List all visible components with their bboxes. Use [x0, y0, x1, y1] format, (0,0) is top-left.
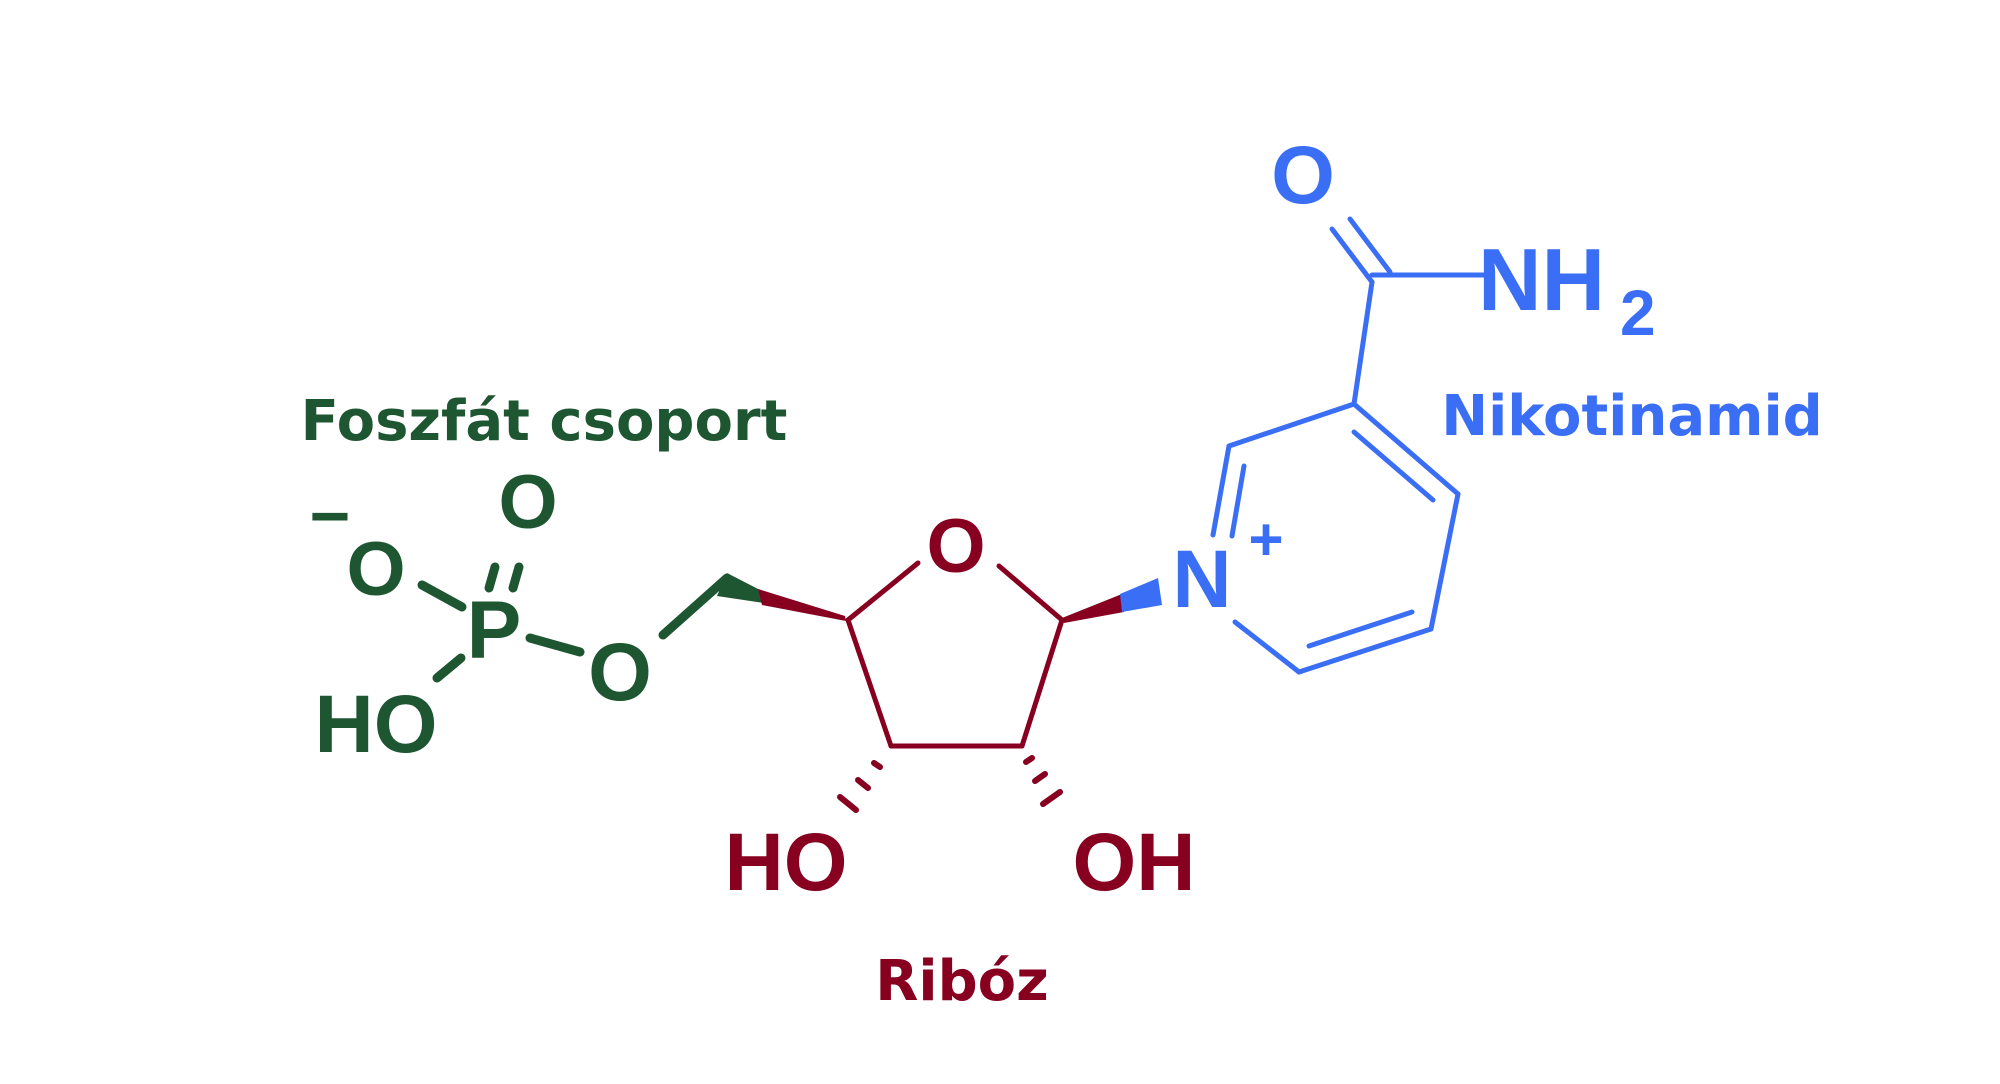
p-o-anion-bond — [417, 580, 467, 612]
ribose-c1-c2-bond — [1019, 617, 1065, 749]
ch2-wedge-bond-red — [758, 589, 846, 621]
p-o-double-bond-a — [484, 562, 500, 593]
phosphate-group — [417, 562, 732, 683]
phosphate-anion-charge: − — [310, 477, 351, 555]
ring-bond-c2-c3 — [1226, 401, 1357, 449]
ring-bond-n-c2 — [1210, 443, 1232, 538]
carbonyl-oxygen: O — [1271, 130, 1335, 221]
c3-carbonyl-bond — [1351, 279, 1375, 407]
p-o-double-bond-b — [508, 562, 524, 593]
phosphate-hydroxyl: HO — [315, 679, 438, 770]
p-bridge-oxygen-bond — [525, 633, 585, 657]
ring-bond-c4-c5 — [1428, 491, 1461, 632]
ring-bond-c6-n — [1232, 619, 1302, 675]
hash-right-2 — [1032, 771, 1048, 784]
phosphate-oxygen-top: O — [498, 460, 557, 545]
phosphate-caption: Foszfát csoport — [301, 389, 788, 454]
hash-left-3 — [837, 794, 859, 813]
ribose-c4-o-bond — [845, 560, 921, 623]
bridge-oxygen-ch2-bond — [658, 573, 732, 640]
carbonyl-double-bond-a — [1329, 226, 1375, 285]
ring-nitrogen-charge: + — [1248, 506, 1283, 573]
phosphate-oxygen-anion: O — [346, 527, 405, 612]
phosphate-bridge-oxygen: O — [588, 627, 652, 718]
ring-double-c5-c6 — [1306, 609, 1415, 649]
ring-bond-c3-c4 — [1351, 401, 1461, 497]
ribose-hydroxyl-right: OH — [1073, 817, 1196, 908]
hash-right-1 — [1023, 755, 1035, 765]
ribose-ring-oxygen: O — [926, 504, 985, 589]
c1-n-wedge-bond-red — [1062, 594, 1124, 623]
hash-right-3 — [1040, 789, 1063, 807]
carbonyl-double-bond-b — [1347, 216, 1393, 275]
ribose-o-c1-bond — [996, 563, 1065, 623]
ring-nitrogen: N — [1172, 534, 1231, 625]
amine-subscript: 2 — [1620, 277, 1656, 349]
phosphorus-atom: P — [467, 585, 522, 676]
ring-double-c2-n — [1229, 463, 1247, 539]
ring-double-c3-c4 — [1351, 429, 1436, 503]
hash-left-1 — [871, 760, 883, 770]
nicotinamide-caption: Nikotinamid — [1441, 384, 1823, 449]
ribose-caption: Ribóz — [875, 949, 1048, 1014]
ch2-wedge-bond-green — [717, 573, 764, 603]
c1-n-wedge-bond-blue — [1120, 578, 1162, 612]
ring-bond-c5-c6 — [1296, 626, 1434, 675]
ribose-hydroxyl-left: HO — [725, 817, 848, 908]
pyridinium-ring — [1210, 216, 1488, 675]
ribose-c3-c4-bond — [845, 617, 894, 749]
ribose-ring — [845, 560, 1065, 749]
ribose-hashed-bonds — [837, 755, 1063, 813]
hash-left-2 — [855, 777, 871, 791]
amine-group: NH — [1478, 230, 1605, 329]
p-hydroxyl-bond — [432, 653, 466, 683]
